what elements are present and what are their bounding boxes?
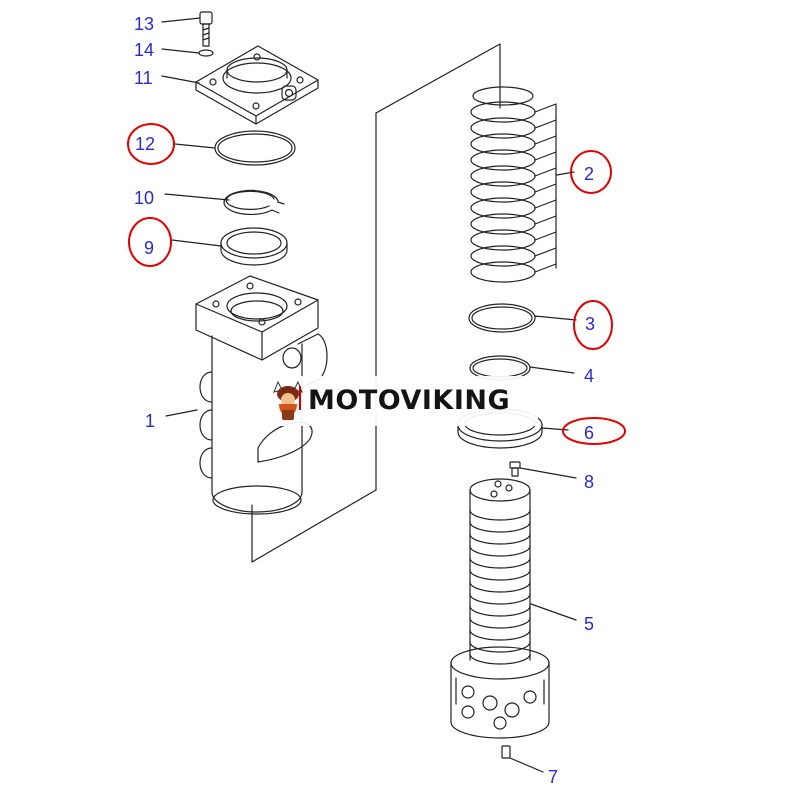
part-label-14: 14 (134, 40, 154, 60)
part-13-bolt (199, 11, 213, 47)
part-label-10: 10 (134, 188, 154, 208)
part-3-o-ring (468, 303, 536, 333)
part-11-cover (195, 45, 319, 125)
part-label-4: 4 (584, 366, 594, 386)
part-label-9: 9 (144, 238, 154, 258)
part-1-body (195, 275, 328, 515)
leader-12 (174, 143, 216, 149)
part-label-11: 11 (134, 68, 153, 88)
leader-5 (530, 603, 577, 621)
part-label-12: 12 (135, 134, 155, 154)
leader-8 (519, 467, 577, 479)
part-label-8: 8 (584, 472, 594, 492)
assembly-bracket-left (251, 489, 377, 563)
highlight-circle-2 (570, 150, 612, 194)
part-label-2: 2 (584, 164, 594, 184)
leader-13 (161, 17, 201, 23)
leader-9 (171, 239, 222, 247)
highlight-circle-12 (127, 123, 175, 165)
part-9-ring (220, 227, 288, 266)
leader-11 (161, 75, 200, 84)
leader-7 (509, 757, 544, 773)
part-label-7: 7 (548, 767, 558, 787)
leader-4 (529, 366, 575, 374)
leader-3 (534, 315, 577, 321)
part-12-o-ring (214, 130, 296, 166)
highlight-circle-9 (128, 217, 172, 267)
part-14-washer (198, 49, 214, 57)
part-label-6: 6 (584, 423, 594, 443)
part-10-snap-ring (223, 189, 285, 216)
part-label-5: 5 (584, 614, 594, 634)
viking-mascot-icon (273, 380, 303, 420)
part-label-1: 1 (145, 411, 155, 431)
watermark-background (262, 376, 538, 426)
leader-10 (164, 193, 230, 201)
part-7-plug (501, 745, 511, 759)
part-label-13: 13 (134, 14, 154, 34)
part-5-rotor-shaft (450, 478, 550, 739)
highlight-circle-6 (562, 417, 626, 445)
leader-1 (165, 409, 198, 417)
part-8-plug (509, 461, 521, 477)
watermark-text: MOTOVIKING (308, 385, 511, 416)
part-label-3: 3 (585, 314, 595, 334)
highlight-circle-3 (573, 300, 613, 350)
part-2-seal-stack (470, 86, 557, 283)
leader-14 (161, 48, 200, 54)
